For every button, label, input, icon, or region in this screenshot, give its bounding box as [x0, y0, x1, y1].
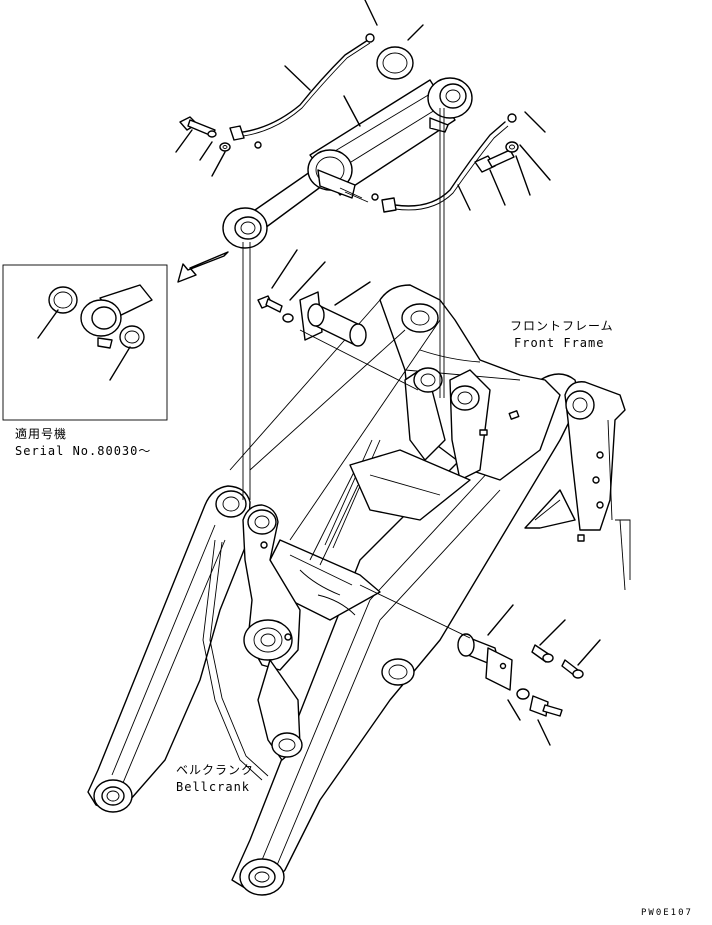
inset-detail: [2, 264, 168, 421]
lift-cylinder: [222, 77, 473, 249]
bellcrank-label-en: Bellcrank: [176, 780, 250, 794]
tilt-link: [257, 659, 303, 761]
front-frame-label-jp: フロントフレーム: [510, 319, 614, 333]
lift-arm-right: [231, 373, 581, 896]
bolt-top-left: [179, 116, 262, 152]
pin-lower: [457, 633, 584, 717]
bushing-top: [376, 46, 414, 80]
serial-label-jp: 適用号機: [15, 426, 67, 441]
drawing-code: PW0E107: [641, 908, 693, 918]
front-frame: [229, 284, 561, 566]
bellcrank-label-jp: ベルクランク: [176, 763, 254, 777]
frame-side-plate: [524, 381, 631, 591]
side-tube: [202, 539, 269, 781]
bolt-top-right: [371, 141, 519, 201]
pin-middle: [257, 291, 367, 347]
detail-arrow: [177, 251, 229, 283]
serial-label-en: Serial No.80030～: [15, 444, 151, 458]
hose-right: [381, 113, 517, 213]
guide-lines: [242, 108, 471, 639]
hose-top: [229, 33, 375, 141]
callout-leaders: [175, 0, 601, 746]
lift-arm-left: [87, 485, 251, 813]
front-frame-label-en: Front Frame: [514, 336, 604, 350]
